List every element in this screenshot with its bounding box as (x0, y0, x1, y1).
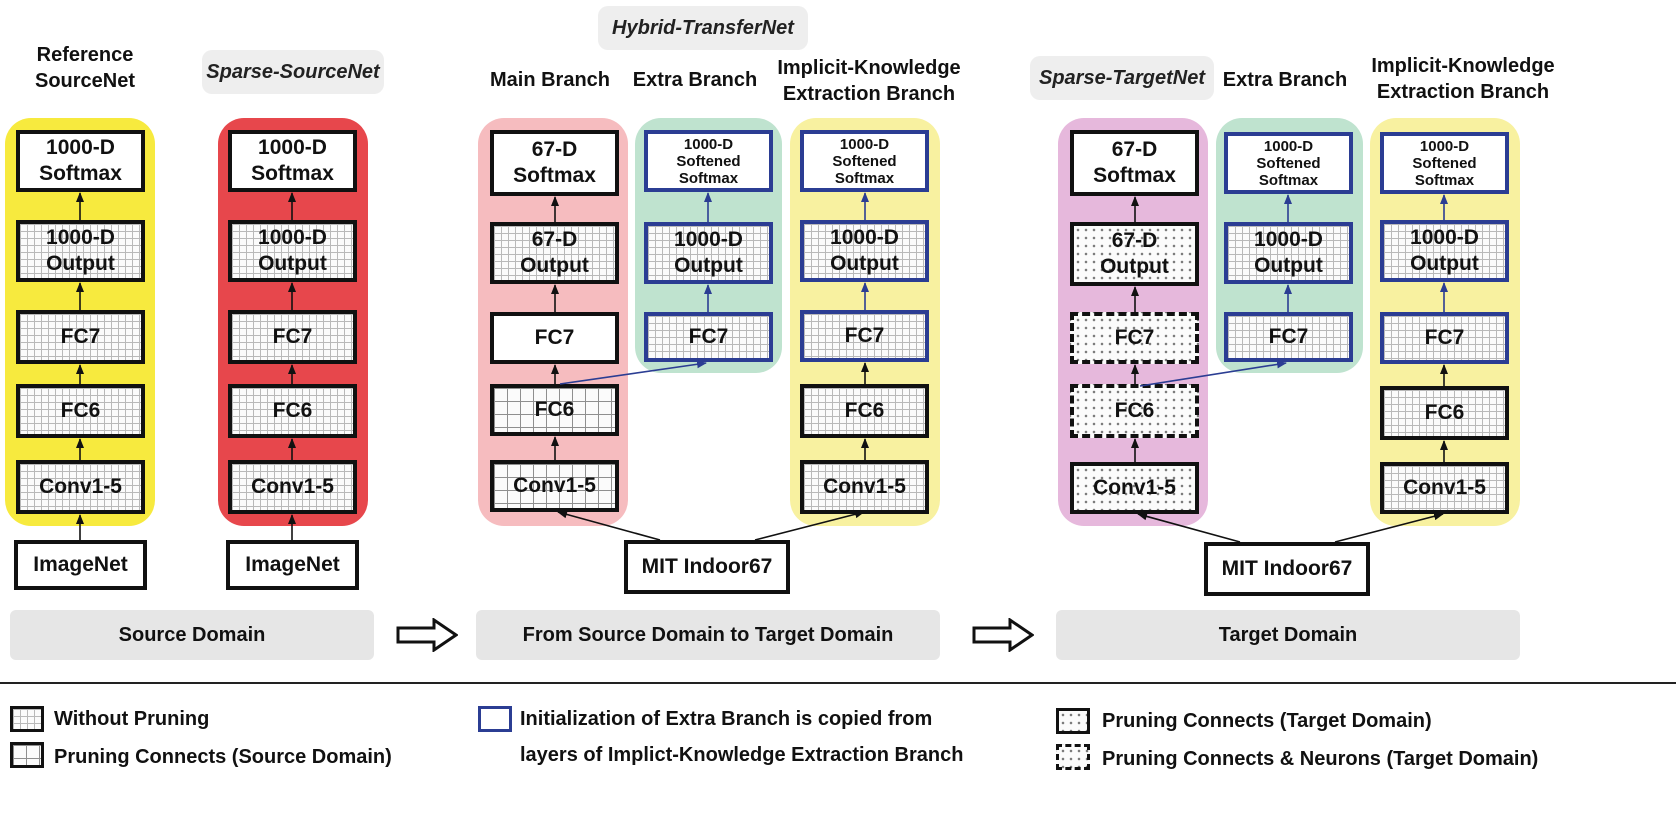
legend-initialization-line1: Initialization of Extra Branch is copied… (520, 708, 933, 730)
header-sparse-targetnet: Sparse-TargetNet (1030, 56, 1214, 100)
c6-fc7-node: FC7 (1070, 312, 1199, 364)
c8-conv-node: Conv1-5 (1380, 462, 1509, 514)
hollow-arrow-icon (396, 618, 458, 652)
c6-output-node: 67-D Output (1070, 222, 1199, 286)
c2-softmax-node: 1000-D Softmax (228, 130, 357, 192)
c4-softened-softmax-node: 1000-D Softened Softmax (644, 130, 773, 192)
transfer-domain-bar: From Source Domain to Target Domain (476, 610, 940, 660)
legend-initialization-line2: layers of Implict-Knowledge Extraction B… (520, 744, 964, 766)
c6-softmax-node: 67-D Softmax (1070, 130, 1199, 196)
c2-output-node: 1000-D Output (228, 220, 357, 282)
c2-imagenet-input: ImageNet (226, 540, 359, 590)
c8-output-node: 1000-D Output (1380, 220, 1509, 282)
legend-pruning-target: Pruning Connects (Target Domain) (1102, 710, 1432, 732)
c3-fc6-node: FC6 (490, 384, 619, 436)
c7-softened-softmax-node: 1000-D Softened Softmax (1224, 132, 1353, 194)
c1-fc6-node: FC6 (16, 384, 145, 438)
c4-output-node: 1000-D Output (644, 222, 773, 284)
legend-swatch-without-pruning (10, 706, 44, 732)
c1-output-node: 1000-D Output (16, 220, 145, 282)
c4-fc7-node: FC7 (644, 312, 773, 362)
header-main-branch: Main Branch (489, 69, 611, 91)
header-hybrid-transfernet: Hybrid-TransferNet (598, 6, 808, 50)
legend-swatch-pruning-neurons (1056, 744, 1090, 770)
header-implicit-branch-1: Implicit-Knowledge Extraction Branch (777, 57, 961, 105)
c8-fc6-node: FC6 (1380, 386, 1509, 440)
c5-fc6-node: FC6 (800, 384, 929, 438)
header-sparse-sourcenet: Sparse-SourceNet (202, 50, 384, 94)
c1-fc7-node: FC7 (16, 310, 145, 364)
c5-fc7-node: FC7 (800, 310, 929, 362)
c5-output-node: 1000-D Output (800, 220, 929, 282)
legend-swatch-pruning-source (10, 742, 44, 768)
header-extra-branch-1: Extra Branch (632, 69, 758, 91)
source-domain-bar: Source Domain (10, 610, 374, 660)
c2-conv-node: Conv1-5 (228, 460, 357, 514)
c2-fc7-node: FC7 (228, 310, 357, 364)
c7-fc7-node: FC7 (1224, 312, 1353, 362)
c3-softmax-node: 67-D Softmax (490, 130, 619, 196)
c5-conv-node: Conv1-5 (800, 460, 929, 514)
header-reference-sourcenet: Reference SourceNet (34, 44, 136, 92)
legend-swatch-initialization (478, 706, 512, 732)
c1-imagenet-input: ImageNet (14, 540, 147, 590)
c3-conv-node: Conv1-5 (490, 460, 619, 512)
c6-conv-node: Conv1-5 (1070, 462, 1199, 514)
c6-fc6-node: FC6 (1070, 384, 1199, 438)
c3-fc7-node: FC7 (490, 312, 619, 364)
hollow-arrow-icon (972, 618, 1034, 652)
header-implicit-branch-2: Implicit-Knowledge Extraction Branch (1371, 55, 1555, 103)
legend-separator (0, 682, 1676, 684)
legend-pruning-source: Pruning Connects (Source Domain) (54, 746, 392, 768)
header-extra-branch-2: Extra Branch (1222, 69, 1348, 91)
legend-swatch-pruning-target (1056, 708, 1090, 734)
c1-softmax-node: 1000-D Softmax (16, 130, 145, 192)
mit-indoor67-input-2: MIT Indoor67 (1204, 542, 1370, 596)
c8-fc7-node: FC7 (1380, 312, 1509, 364)
c5-softened-softmax-node: 1000-D Softened Softmax (800, 130, 929, 192)
c8-softened-softmax-node: 1000-D Softened Softmax (1380, 132, 1509, 194)
c1-conv-node: Conv1-5 (16, 460, 145, 514)
legend-without-pruning: Without Pruning (54, 708, 210, 730)
mit-indoor67-input-1: MIT Indoor67 (624, 540, 790, 594)
c2-fc6-node: FC6 (228, 384, 357, 438)
c7-output-node: 1000-D Output (1224, 222, 1353, 284)
c3-output-node: 67-D Output (490, 222, 619, 284)
legend-pruning-neurons: Pruning Connects & Neurons (Target Domai… (1102, 748, 1539, 770)
target-domain-bar: Target Domain (1056, 610, 1520, 660)
